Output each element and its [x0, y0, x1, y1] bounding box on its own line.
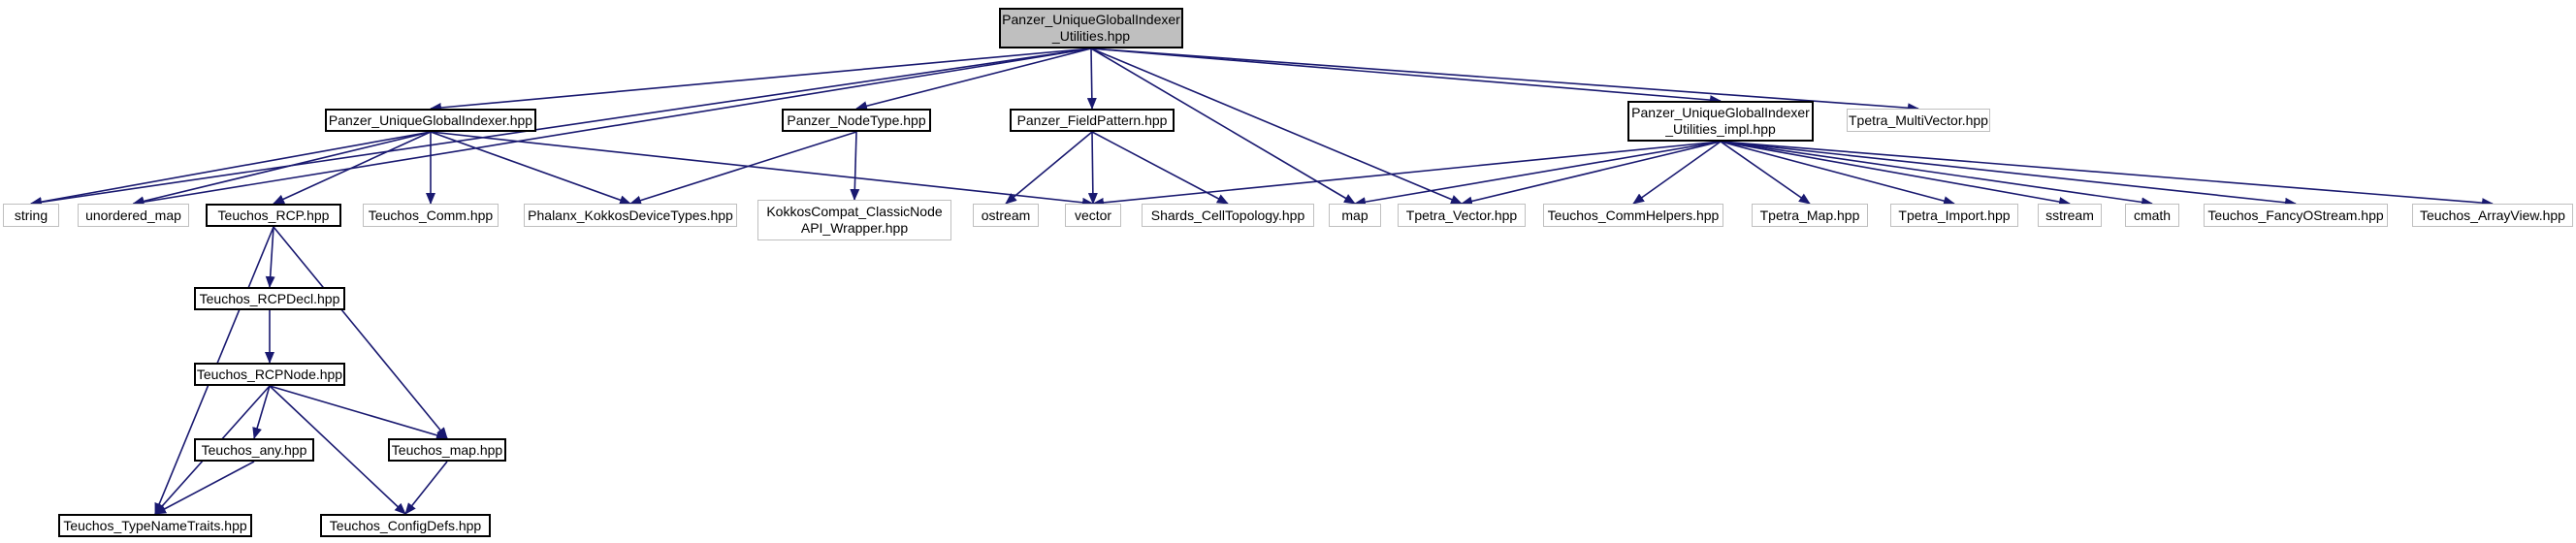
edge-impl-to-tvector	[1461, 141, 1722, 207]
edge-rcp-to-tmapx	[273, 226, 448, 439]
edge-impl-to-tmap	[1720, 141, 1811, 205]
edge-rcpnode-to-configdefs	[269, 385, 406, 515]
edge-root-to-multivector	[1090, 48, 1919, 113]
edge-ugi-to-phalanx	[430, 131, 631, 205]
node-cmath: cmath	[2125, 204, 2179, 227]
node-teuchos-typenametraits[interactable]: Teuchos_TypeNameTraits.hpp	[58, 514, 252, 537]
node-unordered-map: unordered_map	[78, 204, 189, 227]
edge-any-to-typenametraits	[154, 461, 255, 515]
edge-ugi-to-vector	[430, 131, 1094, 208]
node-vector: vector	[1065, 204, 1121, 227]
edge-root-to-unordered_map	[132, 48, 1092, 208]
edge-nodetype-to-kokkoscompat	[850, 131, 860, 201]
node-teuchos-rcpdecl[interactable]: Teuchos_RCPDecl.hpp	[194, 287, 345, 310]
edge-impl-to-sstream	[1720, 141, 2071, 207]
edge-impl-to-fancy	[1720, 141, 2297, 208]
node-teuchos-configdefs[interactable]: Teuchos_ConfigDefs.hpp	[320, 514, 491, 537]
node-map: map	[1329, 204, 1381, 227]
node-teuchos-rcp[interactable]: Teuchos_RCP.hpp	[206, 204, 341, 227]
edge-impl-to-commhelpers	[1632, 141, 1722, 205]
node-teuchos-rcpnode[interactable]: Teuchos_RCPNode.hpp	[194, 363, 345, 386]
node-tpetra-import: Tpetra_Import.hpp	[1890, 204, 2018, 227]
edge-impl-to-timport	[1720, 141, 1955, 207]
edge-root-to-ugi	[430, 48, 1092, 112]
edge-ugi-to-unordered_map	[132, 131, 432, 207]
edge-root-to-tvector	[1090, 48, 1463, 205]
node-tpetra-multivector: Tpetra_MultiVector.hpp	[1847, 109, 1990, 132]
edge-nodetype-to-phalanx	[629, 131, 857, 206]
edge-root-to-nodetype	[855, 48, 1092, 112]
edge-impl-to-arrayview	[1720, 141, 2494, 208]
edge-rcpnode-to-tmapx	[269, 385, 448, 440]
edge-fieldpattern-to-vector	[1087, 131, 1098, 205]
node-kokkoscompat-classicnode-api-wrapper: KokkosCompat_ClassicNode API_Wrapper.hpp	[757, 200, 951, 240]
edge-impl-to-vector	[1092, 141, 1722, 208]
edge-root-to-string	[30, 48, 1092, 208]
node-teuchos-fancyostream: Teuchos_FancyOStream.hpp	[2204, 204, 2388, 227]
edge-fieldpattern-to-ostream	[1005, 131, 1093, 205]
node-sstream: sstream	[2038, 204, 2102, 227]
edge-impl-to-map	[1354, 141, 1722, 208]
edge-root-to-impl	[1090, 48, 1722, 106]
edge-root-to-fieldpattern	[1086, 48, 1097, 110]
node-panzer-uniqueglobalindexer-utilities-impl[interactable]: Panzer_UniqueGlobalIndexer _Utilities_im…	[1627, 101, 1814, 142]
edge-ugi-to-rcp	[273, 131, 432, 205]
edge-rcpnode-to-any	[252, 385, 271, 439]
node-phalanx-kokkosdevicetypes: Phalanx_KokkosDeviceTypes.hpp	[524, 204, 737, 227]
node-panzer-uniqueglobalindexer[interactable]: Panzer_UniqueGlobalIndexer.hpp	[325, 109, 536, 132]
edge-tmapx-to-configdefs	[404, 461, 448, 515]
node-ostream: ostream	[973, 204, 1039, 227]
node-teuchos-comm: Teuchos_Comm.hpp	[363, 204, 499, 227]
node-tpetra-vector: Tpetra_Vector.hpp	[1398, 204, 1526, 227]
node-tpetra-map: Tpetra_Map.hpp	[1752, 204, 1868, 227]
node-teuchos-arrayview: Teuchos_ArrayView.hpp	[2412, 204, 2573, 227]
edge-root-to-map	[1090, 48, 1356, 205]
node-teuchos-map[interactable]: Teuchos_map.hpp	[388, 438, 506, 462]
node-string: string	[3, 204, 59, 227]
edge-impl-to-cmath	[1720, 141, 2153, 208]
node-panzer-uniqueglobalindexer-utilities[interactable]: Panzer_UniqueGlobalIndexer _Utilities.hp…	[999, 8, 1183, 48]
edge-ugi-to-string	[30, 131, 432, 207]
edge-rcp-to-rcpdecl	[265, 226, 275, 288]
node-panzer-fieldpattern[interactable]: Panzer_FieldPattern.hpp	[1010, 109, 1175, 132]
node-shards-celltopology: Shards_CellTopology.hpp	[1142, 204, 1314, 227]
edge-fieldpattern-to-shards	[1091, 131, 1229, 205]
node-teuchos-commhelpers: Teuchos_CommHelpers.hpp	[1543, 204, 1723, 227]
node-panzer-nodetype[interactable]: Panzer_NodeType.hpp	[782, 109, 931, 132]
node-teuchos-any[interactable]: Teuchos_any.hpp	[194, 438, 314, 462]
